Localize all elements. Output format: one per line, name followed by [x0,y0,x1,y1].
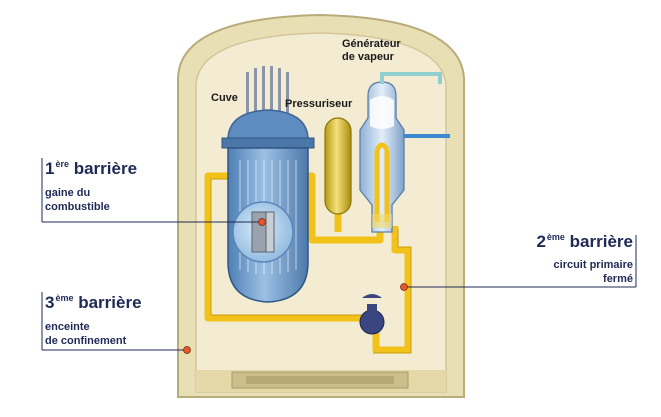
barrier3-title: 3ème barrière [45,293,142,313]
reactor-vessel [221,66,315,303]
label-generateur-line1: Générateur [342,38,401,50]
barrier2-desc-line1: circuit primaire [553,259,633,271]
barrier3-ordinal: ème [55,293,74,303]
barrier2-desc-line2: fermé [603,273,633,285]
barrier2-word: barrière [569,232,633,251]
barrier2-title: 2ème barrière [536,232,633,252]
barrier1-marker [258,218,266,226]
barrier1-title: 1ère barrière [45,159,137,179]
primary-circuit-shading [210,178,412,354]
barrier3-desc-line1: enceinte [45,321,90,333]
barrier2-number: 2 [536,232,546,251]
barrier1-ordinal: ère [55,159,69,169]
steam-line [380,72,442,84]
barrier1-desc-line1: gaine du [45,187,91,199]
primary-pump [359,294,385,335]
label-generateur-line2: de vapeur [342,51,394,63]
barrier1-word: barrière [73,159,138,178]
barrier3-desc-line2: de confinement [45,335,127,347]
label-pressuriseur: Pressuriseur [285,98,353,110]
steam-generator [359,81,405,233]
label-cuve: Cuve [211,92,238,104]
barrier3-description: enceinte de confinement [45,320,126,348]
barrier3-number: 3 [45,293,55,312]
barrier1-desc-line2: combustible [45,201,110,213]
barrier3-word: barrière [78,293,142,312]
label-generateur-de-vapeur: Générateur de vapeur [342,38,401,64]
barrier2-description: circuit primaire fermé [554,258,633,286]
barrier1-number: 1 [45,159,55,178]
base-recess [246,376,394,384]
barrier3-marker [183,346,191,354]
barrier2-marker [400,283,408,291]
barrier2-ordinal: ème [546,232,565,242]
barrier1-description: gaine du combustible [45,186,110,214]
pressurizer [324,117,352,215]
